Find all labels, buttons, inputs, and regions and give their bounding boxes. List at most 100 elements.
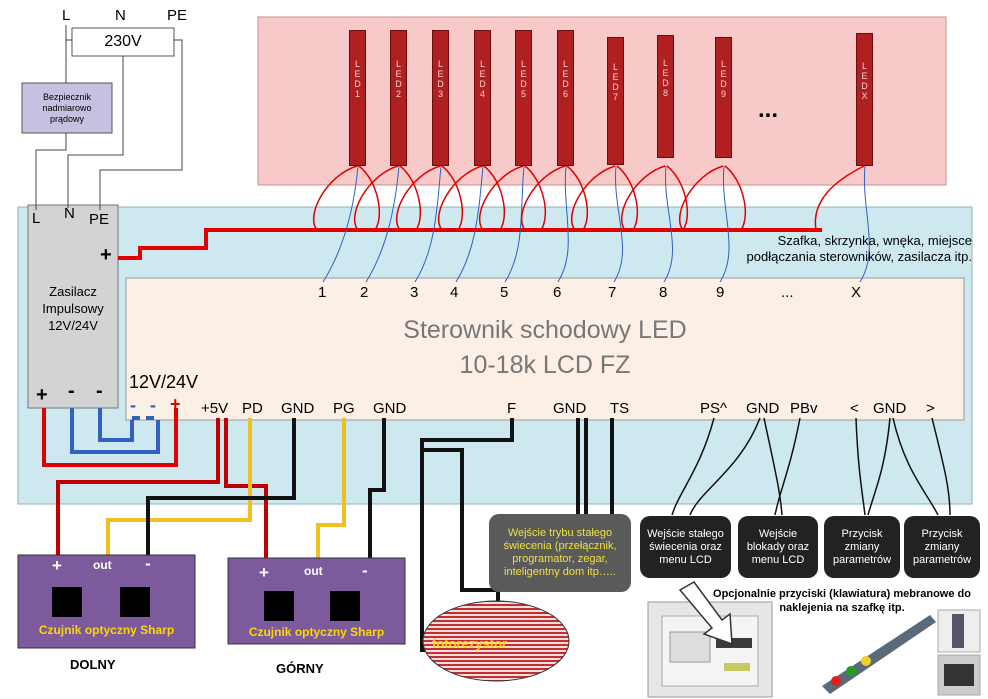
led-char: 6 bbox=[562, 89, 568, 99]
controller-title-2: 10-18k LCD FZ bbox=[459, 350, 631, 379]
led-char: D bbox=[395, 79, 402, 89]
led-wire-signal bbox=[557, 165, 569, 283]
led-char: L bbox=[861, 60, 867, 71]
led-char: L bbox=[562, 59, 568, 69]
arrow-to-photo bbox=[678, 581, 733, 646]
led-wire-plus bbox=[814, 165, 865, 231]
led-wire-plus bbox=[616, 165, 639, 231]
terminal-f: F bbox=[507, 400, 517, 417]
led-wire-signal bbox=[613, 165, 624, 283]
sensor-wires bbox=[56, 418, 614, 652]
photoresistor-label: fotorezystor bbox=[432, 636, 508, 651]
led-wire-signal bbox=[322, 165, 359, 283]
button-wires bbox=[671, 417, 951, 516]
led-char: 5 bbox=[520, 89, 526, 99]
psu-out-dash-1: - bbox=[130, 395, 136, 415]
led-char: 3 bbox=[437, 89, 443, 99]
sensor-upper-out: out bbox=[304, 564, 323, 578]
led-panel bbox=[257, 16, 947, 186]
led-char: L bbox=[720, 58, 726, 69]
sensor-upper-name: Czujnik optyczny Sharp bbox=[248, 625, 385, 639]
fuse-label: Bezpiecznik nadmiarowo prądowy bbox=[42, 91, 92, 124]
psu-title: Zasilacz Impulsowy 12V/24V bbox=[42, 283, 104, 333]
output-number: 8 bbox=[659, 284, 668, 301]
led-wire-plus bbox=[678, 165, 724, 231]
led-char: E bbox=[861, 70, 868, 81]
led-char: D bbox=[861, 80, 868, 91]
led-wire-plus bbox=[437, 165, 483, 231]
led-char: 2 bbox=[395, 89, 401, 99]
led-wire-plus bbox=[566, 165, 589, 231]
led-char: 4 bbox=[479, 89, 485, 99]
sensor-lower-plus: + bbox=[52, 556, 62, 575]
psu-out-plus: + bbox=[36, 384, 48, 406]
led-char: D bbox=[720, 78, 727, 89]
led-char: D bbox=[520, 79, 527, 89]
cabinet-photo bbox=[647, 601, 773, 698]
sensor-lower-out: out bbox=[93, 558, 112, 572]
led-char: D bbox=[479, 79, 486, 89]
led-wire-signal bbox=[663, 165, 674, 283]
psu-out-plus-red: + bbox=[170, 394, 181, 414]
output-number: 5 bbox=[500, 284, 509, 301]
led-char: E bbox=[662, 67, 669, 78]
output-number: 9 bbox=[716, 284, 725, 301]
led-char: D bbox=[354, 79, 361, 89]
const-menu-text: Wejście stałego świecenia oraz menu LCD bbox=[647, 527, 724, 566]
photoresistor-body bbox=[422, 600, 570, 682]
mains-voltage: 230V bbox=[104, 33, 142, 50]
sensor-upper-box bbox=[227, 557, 406, 645]
led-char: L bbox=[479, 59, 485, 69]
output-number: 7 bbox=[608, 284, 617, 301]
psu-output-wires bbox=[42, 408, 178, 467]
led-wire-plus bbox=[441, 165, 464, 231]
led-char: D bbox=[437, 79, 444, 89]
membrane-note: Opcjonalnie przyciski (klawiatura) mebra… bbox=[713, 588, 971, 614]
output-number: 3 bbox=[410, 284, 419, 301]
output-number: 2 bbox=[360, 284, 369, 301]
led-wire-signal bbox=[414, 165, 442, 283]
terminal-ps: PS^ bbox=[700, 400, 728, 417]
led-wire-plus bbox=[399, 165, 422, 231]
sensor-lower-name: Czujnik optyczny Sharp bbox=[38, 623, 175, 637]
led-wires bbox=[312, 165, 870, 283]
led-char: 8 bbox=[662, 87, 668, 98]
led-char: D bbox=[662, 77, 669, 88]
psu-plus-top: + bbox=[100, 244, 112, 266]
mains-wires bbox=[35, 25, 183, 210]
led-char: E bbox=[395, 69, 402, 79]
led-char: E bbox=[720, 68, 727, 79]
led-char: E bbox=[612, 72, 619, 82]
led-char: E bbox=[479, 69, 486, 79]
mains-n-label: N bbox=[115, 7, 126, 24]
ts-input-text: Wejście trybu stałego świecenia (przełąc… bbox=[503, 527, 617, 578]
output-number: X bbox=[851, 284, 862, 301]
sensor-upper-caption: GÓRNY bbox=[276, 661, 324, 676]
led-wire-signal bbox=[859, 165, 870, 283]
sensor-upper-lens-2 bbox=[330, 591, 360, 621]
led-char: E bbox=[437, 69, 444, 79]
ts-input-box bbox=[489, 514, 631, 592]
led-wire-plus bbox=[478, 165, 524, 231]
led-wire-plus bbox=[312, 165, 358, 231]
psu-pe-label: PE bbox=[89, 211, 110, 228]
led-char: D bbox=[612, 82, 619, 92]
terminal-gnd-1: GND bbox=[281, 400, 315, 417]
led-char: E bbox=[562, 69, 569, 79]
led-char: L bbox=[520, 59, 526, 69]
led-wire-plus bbox=[483, 165, 506, 231]
terminal-gnd-3: GND bbox=[553, 400, 587, 417]
btn1-box bbox=[824, 516, 900, 578]
led-char: L bbox=[662, 57, 668, 68]
terminal-pbv: PBv bbox=[790, 400, 818, 417]
